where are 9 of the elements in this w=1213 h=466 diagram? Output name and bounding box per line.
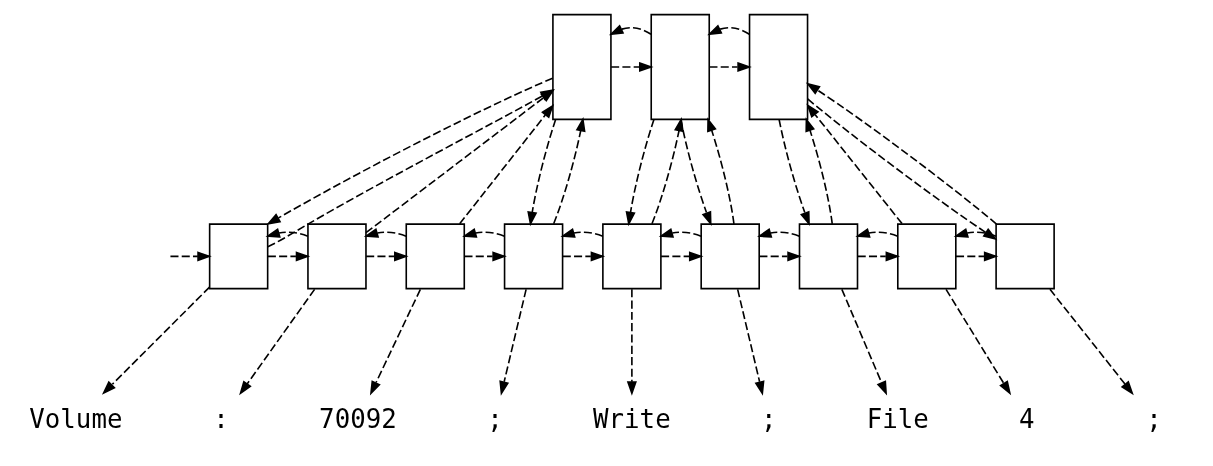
node-text: 70092 (319, 404, 397, 435)
node-text: ; (487, 404, 503, 435)
node-text: File (866, 404, 929, 435)
node-text: : (213, 404, 229, 435)
node-text: 4 (1018, 404, 1035, 435)
node-text: Volume (29, 404, 123, 435)
node-text: Write (593, 404, 671, 435)
node-text: ; (1146, 404, 1162, 435)
node-text: ; (761, 404, 777, 435)
